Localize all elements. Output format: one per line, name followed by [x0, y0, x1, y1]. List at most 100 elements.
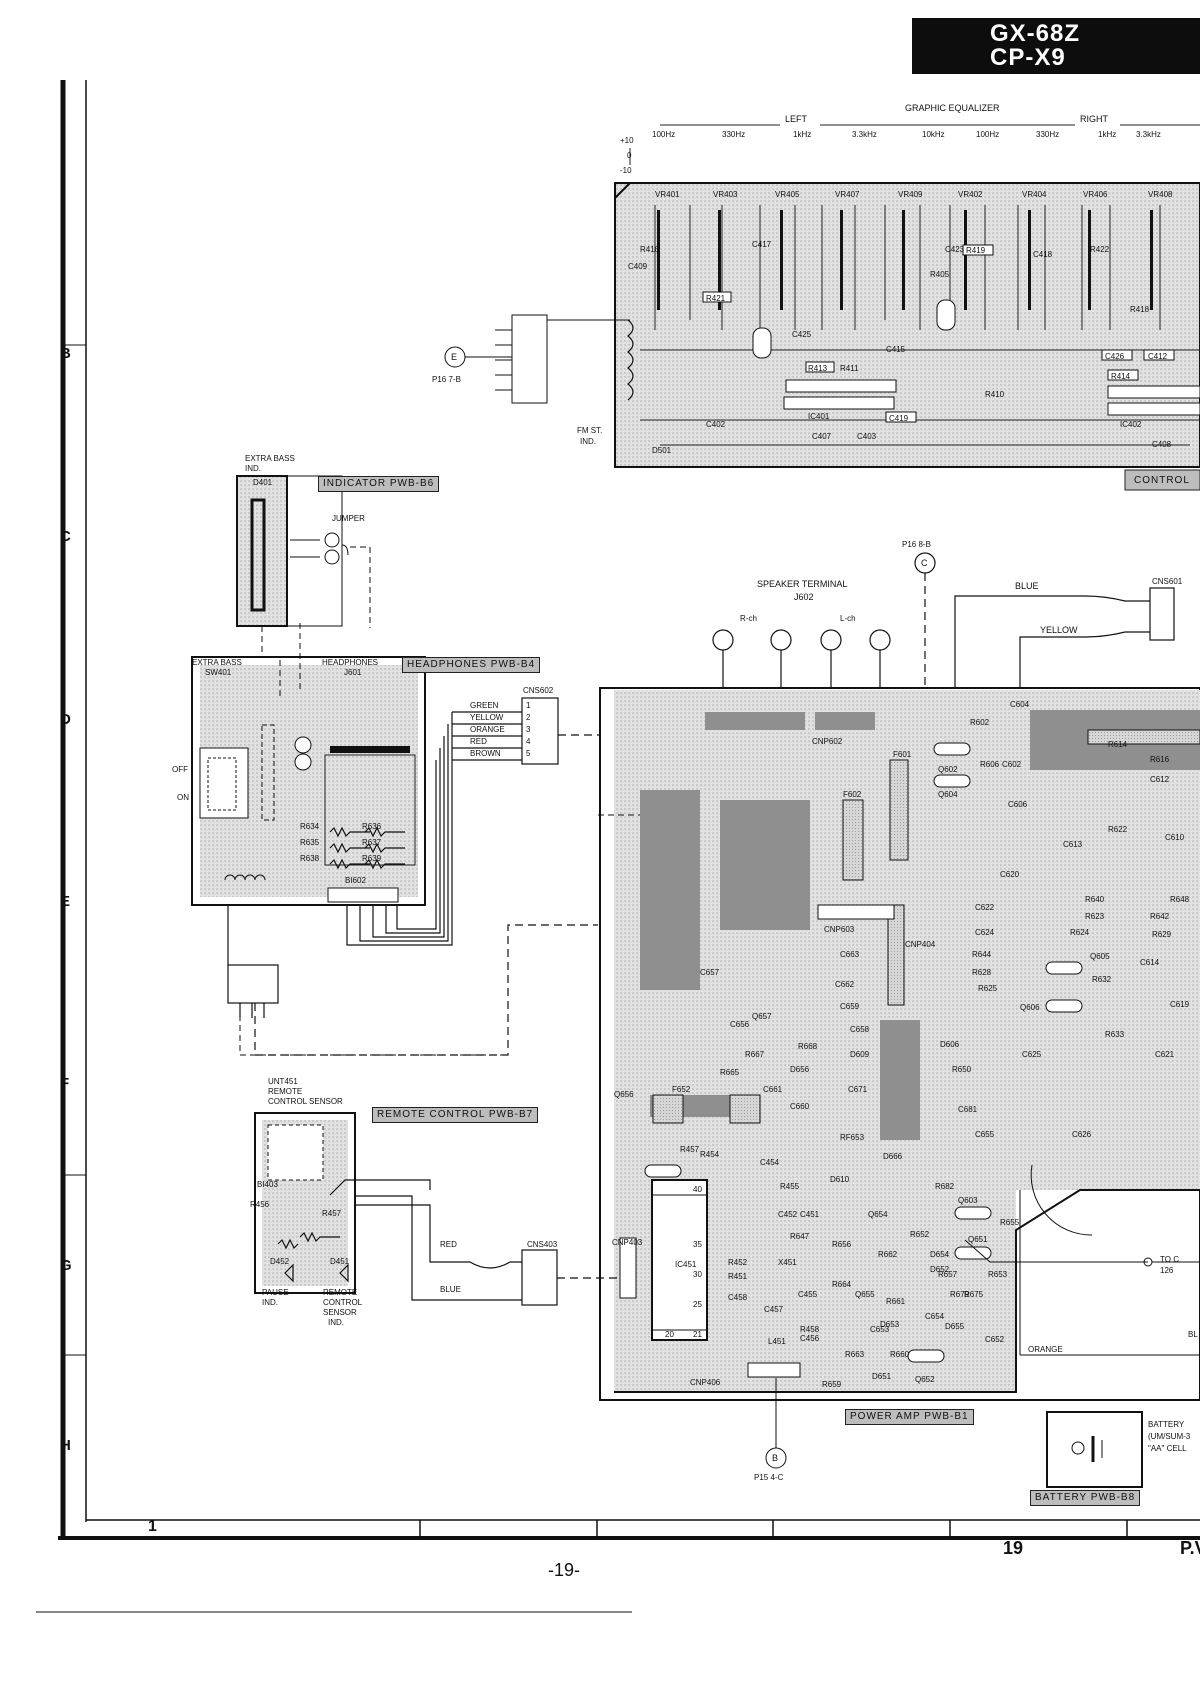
part-c656: C656	[730, 1020, 750, 1029]
q603-label: Q603	[958, 1196, 978, 1205]
q656-label: Q656	[614, 1090, 634, 1099]
part-c658: C658	[850, 1025, 870, 1034]
part-c624: C624	[975, 928, 995, 937]
part-r622: R622	[1108, 825, 1128, 834]
part-c660: C660	[790, 1102, 810, 1111]
control-board-name: CONTROL	[1134, 475, 1190, 486]
part-c681: C681	[958, 1105, 978, 1114]
part-r679: R679	[950, 1290, 970, 1299]
part-d653: D653	[880, 1320, 900, 1329]
part-r422: R422	[1090, 245, 1110, 254]
part-r454: R454	[700, 1150, 720, 1159]
part-c619: C619	[1170, 1000, 1190, 1009]
pause-ind-label-1: PAUSE	[262, 1288, 289, 1297]
ref-b-location: P15 4-C	[754, 1473, 784, 1482]
part-r633: R633	[1105, 1030, 1125, 1039]
part-d651: D651	[872, 1372, 892, 1381]
part-r458: R458	[800, 1325, 820, 1334]
part-c403: C403	[857, 432, 877, 441]
part-c612: C612	[1150, 775, 1170, 784]
vr406-label: VR406	[1083, 190, 1108, 199]
bi403-label: BI403	[257, 1180, 278, 1189]
vr405-label: VR405	[775, 190, 800, 199]
remote-control-board	[254, 1112, 620, 1306]
speaker-rch-label: R-ch	[740, 614, 757, 623]
cns602-pin-2: 2	[526, 713, 531, 722]
cns602-pin-1: 1	[526, 701, 531, 710]
part-d609: D609	[850, 1050, 870, 1059]
part-r632: R632	[1092, 975, 1112, 984]
ic451-pin-40: 40	[693, 1185, 702, 1194]
vr407-label: VR407	[835, 190, 860, 199]
part-r413: R413	[808, 364, 828, 373]
power-amp-board	[599, 687, 1200, 1401]
fm-st-label: FM ST.	[577, 426, 603, 435]
cnp602-label: CNP602	[812, 737, 843, 746]
part-r657: R657	[938, 1270, 958, 1279]
part-r414: R414	[1111, 372, 1131, 381]
eq-freq-1: 100Hz	[652, 130, 676, 139]
cns602-pin-5: 5	[526, 749, 531, 758]
part-r675: R675	[964, 1290, 984, 1299]
cns403-label: CNS403	[527, 1240, 558, 1249]
eq-freq-5: 10kHz	[922, 130, 945, 139]
part-l451: L451	[768, 1337, 786, 1346]
ic451-pin-35: 35	[693, 1240, 702, 1249]
fuse-f602: F602	[843, 790, 862, 799]
part-c417: C417	[752, 240, 772, 249]
grid-col-1: 1	[148, 1518, 157, 1535]
part-r419: R419	[966, 246, 986, 255]
indicator-board	[236, 475, 371, 660]
fm-st-ind-label: IND.	[580, 437, 596, 446]
vr409-label: VR409	[898, 190, 923, 199]
part-d655: D655	[945, 1322, 965, 1331]
grid-row-f: F	[60, 1075, 70, 1092]
part-c415: C415	[886, 345, 906, 354]
part-r452: R452	[728, 1258, 748, 1267]
part-d606: D606	[940, 1040, 960, 1049]
part-c402: C402	[706, 420, 726, 429]
part-r606: R606	[980, 760, 1000, 769]
grid-row-d: D	[60, 711, 71, 728]
part-c409: C409	[628, 262, 648, 271]
part-d610: D610	[830, 1175, 850, 1184]
q655-label: Q655	[855, 1290, 875, 1299]
q602-label: Q602	[938, 765, 958, 774]
equalizer-header-lines	[629, 124, 1200, 165]
remote-unit-label-2: REMOTE	[268, 1087, 303, 1096]
part-d656: D656	[790, 1065, 810, 1074]
part-c610: C610	[1165, 833, 1185, 842]
speaker-lch-label: L-ch	[840, 614, 856, 623]
ref-c-marker: C	[921, 558, 928, 568]
hp-wire-red: RED	[470, 737, 487, 746]
part-r405: R405	[930, 270, 950, 279]
vr402-label: VR402	[958, 190, 983, 199]
part-r625: R625	[978, 984, 998, 993]
battery-board-name: BATTERY PWB-B8	[1030, 1490, 1141, 1506]
part-c663: C663	[840, 950, 860, 959]
ref-e-location: P16 7-B	[432, 375, 461, 384]
eq-freq-7: 330Hz	[1036, 130, 1060, 139]
rcs-ind-label-4: IND.	[328, 1318, 344, 1327]
extra-bass-ind-label-2: IND.	[245, 464, 261, 473]
r635-label: R635	[300, 838, 320, 847]
vr403-label: VR403	[713, 190, 738, 199]
eq-freq-8: 1kHz	[1098, 130, 1117, 139]
part-r602: R602	[970, 718, 990, 727]
remote-wire-blue: BLUE	[440, 1285, 461, 1294]
part-r661: R661	[886, 1297, 906, 1306]
part-c661: C661	[763, 1085, 783, 1094]
eq-freq-9: 3.3kHz	[1136, 130, 1161, 139]
part-c454: C454	[760, 1158, 780, 1167]
part-r648: R648	[1170, 895, 1190, 904]
r457-label: R457	[322, 1209, 342, 1218]
hp-wire-yellow: YELLOW	[470, 713, 504, 722]
part-c625: C625	[1022, 1050, 1042, 1059]
speaker-jack-label: J602	[794, 592, 814, 602]
part-c452: C452	[778, 1210, 798, 1219]
part-c622: C622	[975, 903, 995, 912]
part-c457: C457	[764, 1305, 784, 1314]
control-board	[614, 182, 1200, 491]
part-r665: R665	[720, 1068, 740, 1077]
part-r629: R629	[1152, 930, 1172, 939]
